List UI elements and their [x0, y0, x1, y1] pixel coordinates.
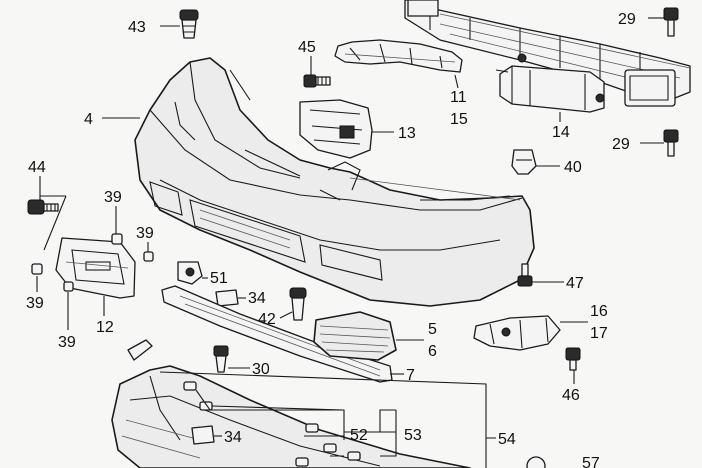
bolt-44	[27, 199, 59, 215]
callout-40: 40	[564, 159, 582, 176]
bolt-29-top	[663, 7, 679, 37]
callout-14: 14	[552, 124, 570, 141]
clip-39-a	[111, 233, 123, 245]
callout-30: 30	[252, 361, 270, 378]
clip-39-b	[143, 251, 154, 262]
callout-4: 4	[84, 111, 93, 128]
callout-5: 5	[428, 321, 437, 338]
callout-45: 45	[298, 39, 316, 56]
callout-39-b: 39	[136, 225, 154, 242]
washer-57	[526, 456, 546, 468]
clip-39-d	[63, 281, 74, 292]
leader-lines	[36, 17, 664, 468]
callout-51: 51	[210, 270, 228, 287]
clip-39-c	[31, 263, 43, 275]
bumper-reinforcement-beam	[404, 0, 691, 107]
screw-47	[517, 263, 533, 287]
callouts: 43 45 29 29 11 15 14 4 13 40 44 39 39 39…	[26, 11, 636, 468]
callout-16: 16	[590, 303, 608, 320]
callout-46: 46	[562, 387, 580, 404]
callout-17: 17	[590, 325, 608, 342]
callout-47: 47	[566, 275, 584, 292]
callout-39-c: 39	[26, 295, 44, 312]
callout-6: 6	[428, 343, 437, 360]
clip-40	[511, 149, 537, 175]
screw-45	[303, 74, 331, 88]
callout-54: 54	[498, 431, 516, 448]
callout-34-lower: 34	[224, 429, 242, 446]
grille-5-6	[313, 311, 397, 361]
callout-44: 44	[28, 159, 46, 176]
callout-52: 52	[350, 427, 368, 444]
clip-30	[213, 345, 229, 373]
callout-29-top: 29	[618, 11, 636, 28]
callout-43: 43	[128, 19, 146, 36]
license-bracket-12	[55, 237, 136, 299]
callout-57: 57	[582, 455, 600, 468]
callout-7: 7	[406, 367, 415, 384]
clip-43	[179, 9, 199, 39]
callout-13: 13	[398, 125, 416, 142]
bracket-13	[299, 99, 373, 159]
callout-11: 11	[450, 89, 467, 106]
callout-34-upper: 34	[248, 290, 266, 307]
clip-52-c	[305, 423, 319, 433]
clip-34-upper	[215, 289, 239, 307]
callout-39-a: 39	[104, 189, 122, 206]
callout-53: 53	[404, 427, 422, 444]
clip-52-f	[295, 457, 309, 467]
callout-29-bottom: 29	[612, 136, 630, 153]
clip-52-b	[199, 401, 213, 411]
retainer-42	[289, 287, 307, 321]
screw-46	[565, 347, 581, 371]
energy-absorber-14	[495, 53, 605, 113]
callout-42: 42	[258, 311, 276, 328]
clip-52-a	[183, 381, 197, 391]
clip-52-d	[323, 443, 337, 453]
bumper-cover-4	[134, 57, 535, 307]
clip-34-lower	[191, 425, 215, 445]
bolt-29-bottom	[663, 129, 679, 157]
bracket-16-17	[473, 315, 561, 351]
callout-15: 15	[450, 111, 468, 128]
clip-51	[177, 261, 203, 285]
callout-12: 12	[96, 319, 114, 336]
bracket-11-15	[334, 39, 463, 73]
lower-spoiler-54	[111, 339, 471, 468]
callout-39-d: 39	[58, 334, 76, 351]
clip-52-e	[347, 451, 361, 461]
